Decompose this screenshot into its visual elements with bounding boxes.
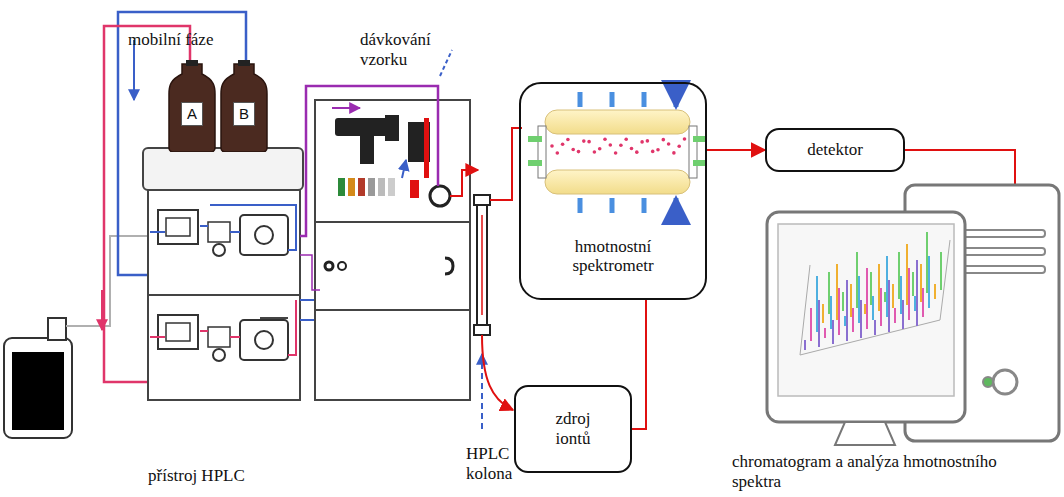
node-label: hmotnostní spektrometr (553, 237, 673, 276)
section-label: dávkování vzorku (360, 30, 456, 71)
spectrum-peak (816, 276, 818, 332)
spectrum-peak (940, 252, 942, 290)
node-label: B (233, 102, 255, 125)
ion-dot (571, 148, 575, 152)
spectrum-peak (858, 276, 860, 323)
node-label: zdroj iontů (538, 409, 608, 448)
ion-dot (619, 143, 623, 147)
spectrum-peak (856, 252, 858, 308)
signal-connector (707, 149, 765, 151)
spectrum-peak (888, 280, 890, 332)
section-label: HPLC kolona (466, 444, 524, 485)
mass-spectrometer-box: hmotnostní spektrometr (519, 82, 707, 300)
ion-dot (598, 147, 602, 151)
ion-dot (561, 142, 565, 146)
quadrupole-analyzer (528, 92, 707, 213)
spectrum-peak (870, 272, 872, 305)
spectrum-peak (850, 284, 852, 317)
node-label: detektor (807, 140, 863, 160)
spectrum-peak (928, 256, 930, 308)
spectrum-peak (874, 320, 876, 335)
ion-dot (624, 137, 628, 141)
solvent-bottle: A (168, 60, 216, 152)
ion-dot (614, 151, 618, 155)
spectrum-peak (898, 252, 900, 299)
spectrum-peak (920, 264, 922, 302)
computer (767, 150, 1059, 445)
spectrum-peak (872, 296, 874, 320)
ion-source-box: zdroj iontů (514, 385, 632, 473)
spectrum-peak (804, 340, 806, 350)
solvent-canister (4, 236, 160, 438)
ion-dot (630, 147, 634, 151)
ion-dot (577, 150, 581, 154)
spectrum-peak (902, 300, 904, 329)
ion-dot (672, 151, 676, 155)
spectrum-peak (884, 292, 886, 302)
spectrum-peak (900, 276, 902, 314)
hplc-pump-stack (143, 148, 318, 400)
spectrum-peak (810, 308, 812, 341)
spectrum-peak (916, 260, 918, 326)
spectrum-peak (886, 256, 888, 317)
spectrum-peak (866, 268, 868, 329)
spectrum-peak (846, 280, 848, 341)
ion-dot (566, 138, 570, 142)
ion-dot (550, 144, 554, 148)
spectrum-peak (926, 232, 928, 293)
spectrum-peak (842, 292, 844, 311)
spectrum-peak (822, 304, 824, 323)
section-label: mobilní fáze (128, 30, 258, 50)
ion-dot (677, 144, 681, 148)
ion-dot (587, 140, 591, 144)
spectrum-peak (852, 308, 854, 332)
spectrum-peak (824, 328, 826, 338)
section-label: přístroj HPLC (148, 466, 288, 486)
solvent-bottle: B (220, 60, 268, 152)
ion-dot (656, 148, 660, 152)
ion-dot (683, 137, 687, 141)
spectrum-peak (832, 320, 834, 344)
ion-dot (603, 137, 607, 141)
section-label: chromatogram a analýza hmotnostního spek… (732, 452, 1032, 493)
signal-connector (632, 300, 646, 429)
ion-dot (667, 142, 671, 146)
ion-dot (593, 150, 597, 154)
detector-box: detektor (765, 128, 905, 172)
spectrum-peak (892, 284, 894, 308)
spectrum-peak (908, 268, 910, 320)
spectrum-peak (912, 272, 914, 296)
spectrum-peak (864, 304, 866, 314)
spectrum-peak (860, 300, 862, 338)
spectrum-peak (844, 316, 846, 326)
ion-dot (609, 143, 613, 147)
spectrum-peak (880, 288, 882, 326)
spectrum-peak (934, 284, 936, 299)
ion-dot (635, 150, 639, 154)
spectrum-peak (838, 288, 840, 335)
autosampler (300, 50, 470, 400)
spectrum-peak (836, 264, 838, 320)
node-label: A (181, 102, 203, 125)
spectrum-peak (914, 296, 916, 311)
spectrum-peak (818, 300, 820, 347)
ion-dot (556, 151, 560, 155)
spectrum-peak (828, 272, 830, 314)
hplc-column (450, 128, 522, 429)
ion-dot (640, 140, 644, 144)
ion-dot (651, 150, 655, 154)
ion-dot (662, 138, 666, 142)
ion-dot (646, 139, 650, 143)
spectrum-peak (878, 264, 880, 311)
spectrum-peak (894, 308, 896, 323)
spectrum-peak (830, 296, 832, 329)
ion-dot (582, 139, 586, 143)
spectrum-peak (906, 244, 908, 305)
spectrum-peak (922, 288, 924, 317)
